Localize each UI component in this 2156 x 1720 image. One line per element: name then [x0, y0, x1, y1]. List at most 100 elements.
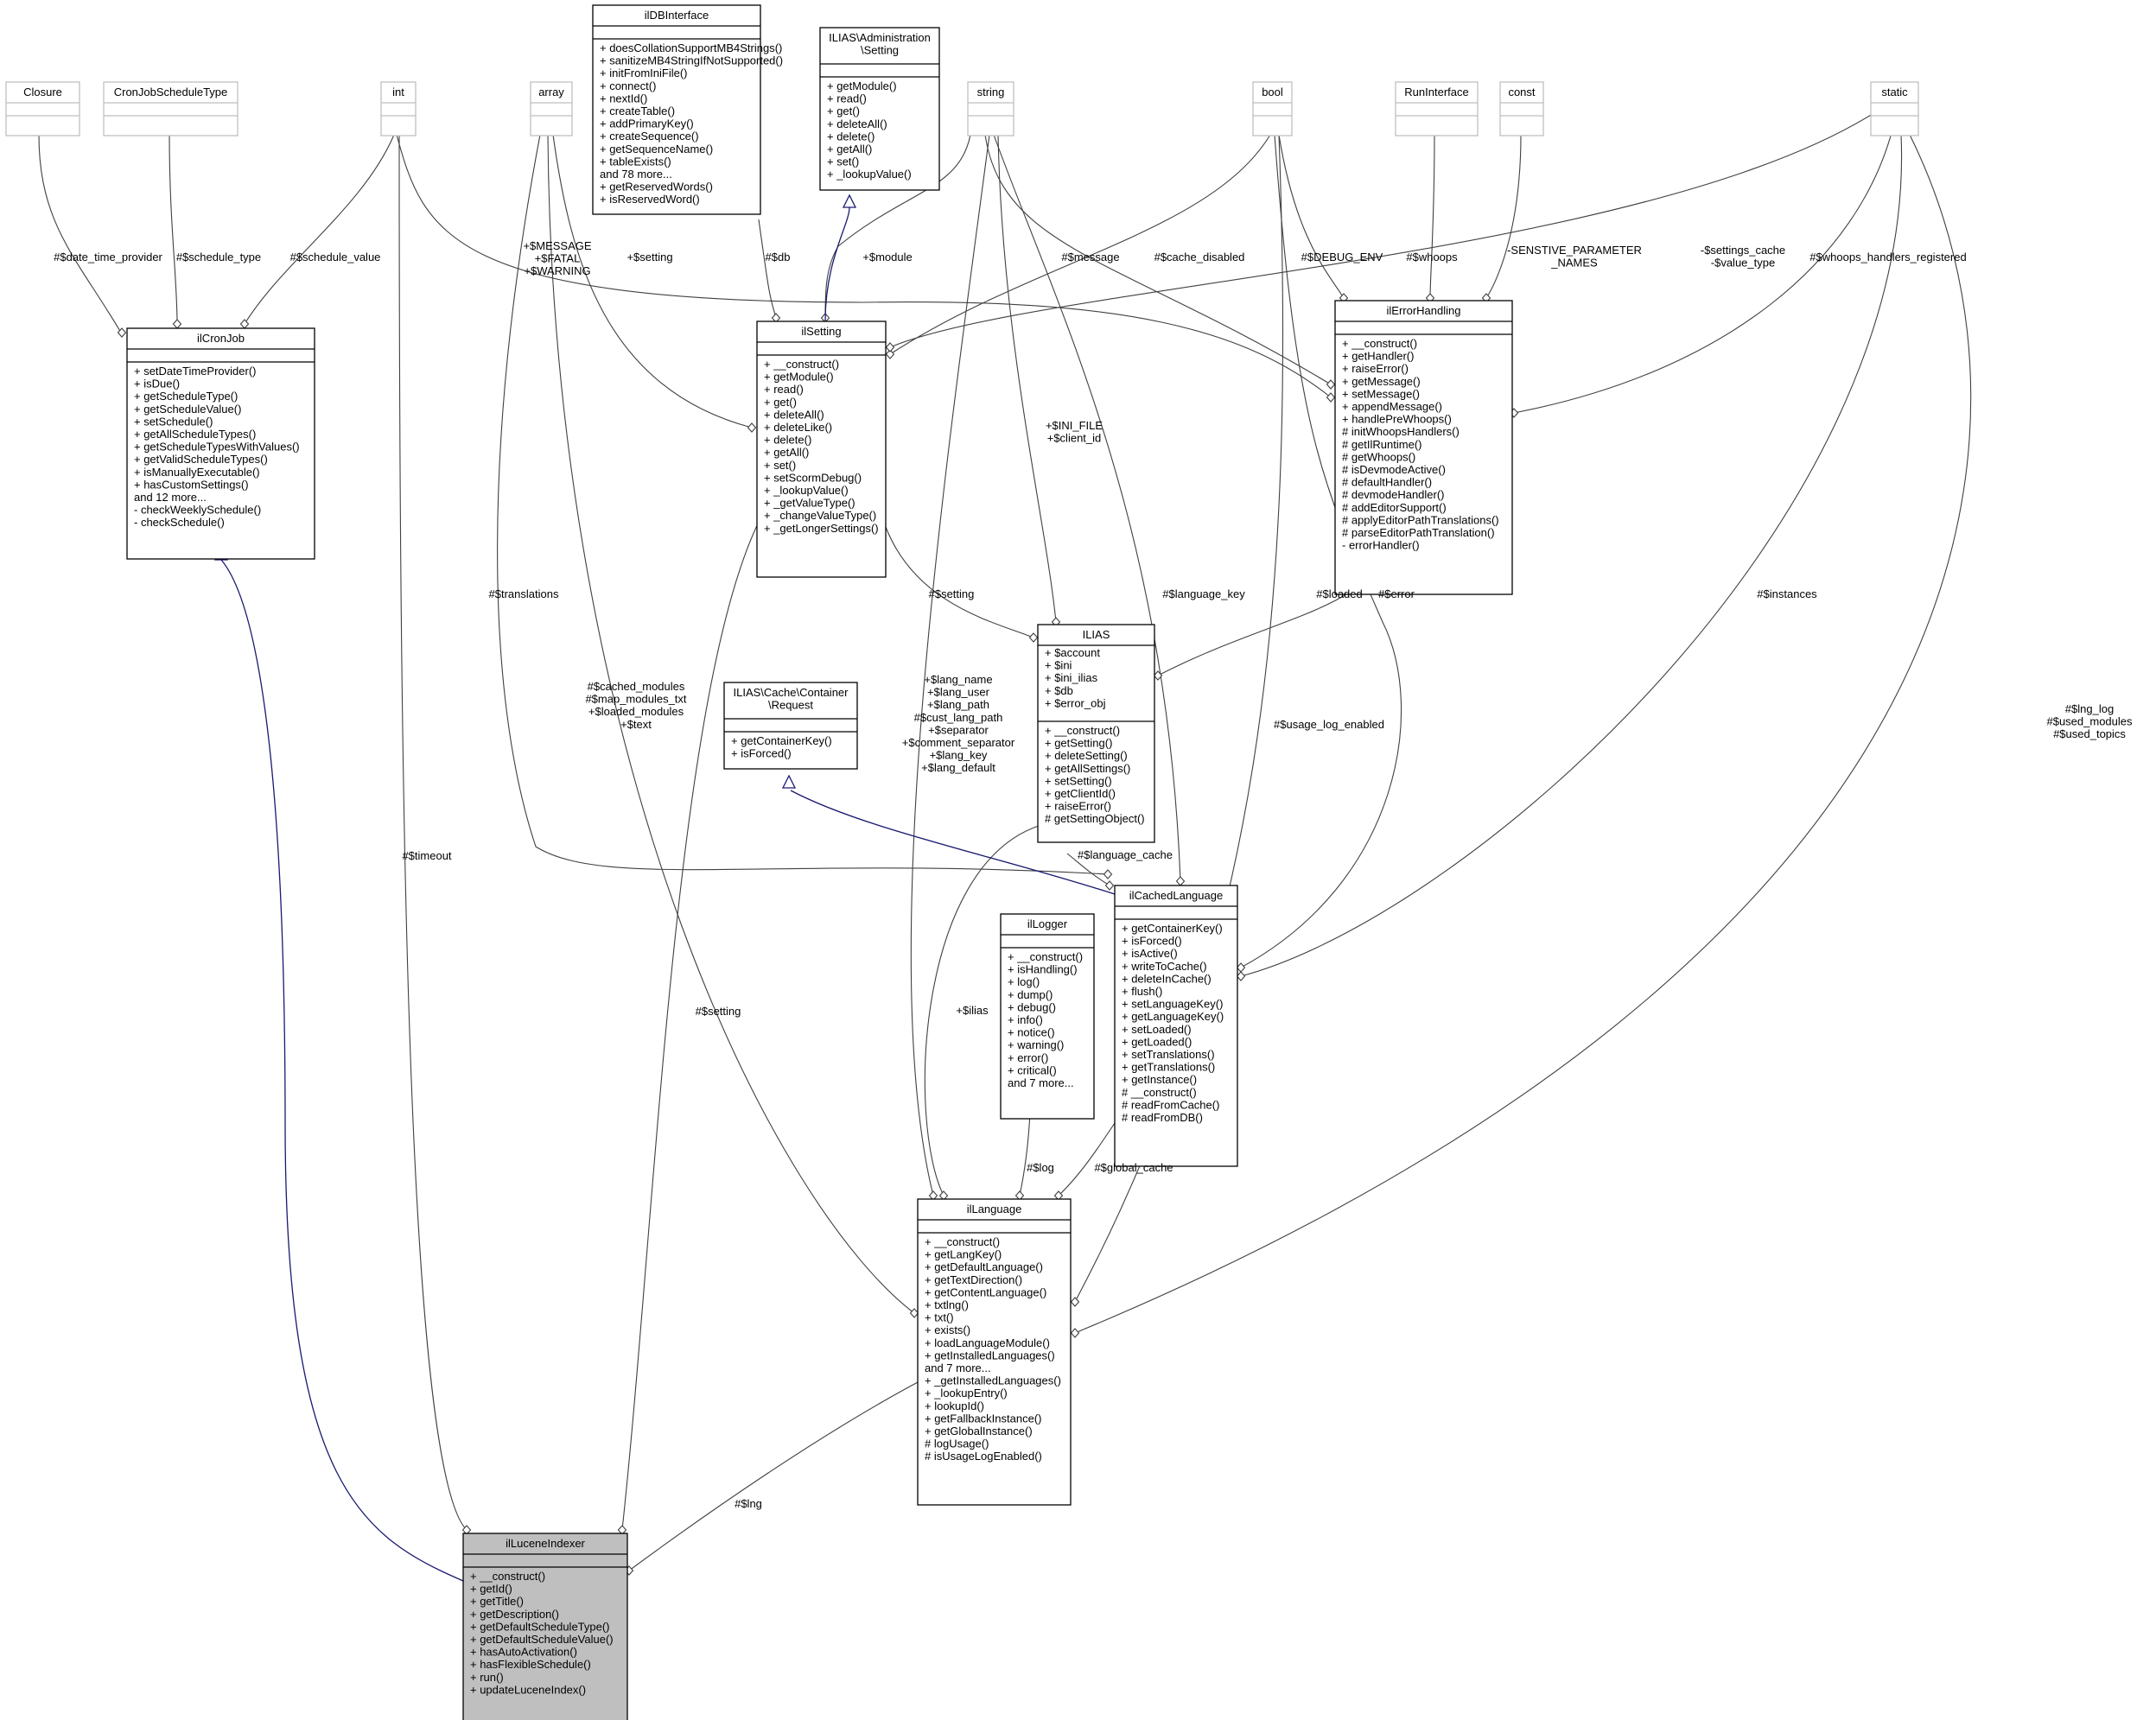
class-operation: # getWhoops(): [1342, 450, 1415, 463]
inheritance-arrow: [842, 194, 857, 208]
class-operation: + getAll(): [764, 446, 809, 459]
class-operation: + __construct(): [1045, 724, 1120, 737]
edge-language-cache: [1066, 853, 1115, 891]
edge-label-line: #$DEBUG_ENV: [1301, 251, 1383, 263]
class-title: string: [977, 86, 1005, 98]
class-operation: + updateLuceneIndex(): [470, 1683, 586, 1696]
edge-setting-lucene: [617, 517, 761, 1535]
class-box-const[interactable]: const: [1499, 81, 1544, 136]
class-box-adminsetting[interactable]: ILIAS\Administration\Setting+ getModule(…: [819, 27, 940, 191]
edge-message: [984, 134, 1336, 390]
class-box-cronjobscheduletype[interactable]: CronJobScheduleType: [103, 81, 238, 136]
edge-label-line: #$date_time_provider: [54, 251, 162, 263]
association-line: [621, 517, 761, 1531]
class-operation: + sanitizeMB4StringIfNotSupported(): [600, 54, 783, 67]
edge-settings-cache: [885, 111, 1876, 352]
class-operation: + getGlobalInstance(): [925, 1425, 1033, 1438]
class-operation: + notice(): [1008, 1026, 1055, 1039]
edge-label-line: #$db: [766, 251, 791, 263]
edge-string-language: [910, 134, 990, 1201]
class-operation: + getId(): [470, 1583, 512, 1596]
class-title: static: [1881, 86, 1908, 98]
edge-label-whoops-handlers: #$whoops_handlers_registered: [1809, 251, 1966, 263]
edge-label-instances: #$instances: [1757, 587, 1817, 600]
class-box-runinterface[interactable]: RunInterface: [1395, 81, 1479, 136]
class-box-frame: [462, 1533, 628, 1720]
class-title: ilLogger: [1027, 917, 1068, 930]
edge-label-line: #$setting: [929, 587, 975, 600]
edge-cache-disabled: [885, 134, 1271, 359]
class-operation: # getSettingObject(): [1045, 812, 1145, 825]
class-operation: + getLangKey(): [925, 1248, 1002, 1261]
class-box-ilias[interactable]: ILIAS+ $account+ $ini+ $ini_ilias+ $db+ …: [1037, 624, 1155, 843]
association-line: [38, 134, 122, 333]
class-operation: + deleteAll(): [764, 408, 824, 421]
class-title: ILIAS\Cache\Container: [734, 686, 849, 699]
class-box-int[interactable]: int: [380, 81, 417, 136]
association-line: [1240, 134, 1903, 977]
edge-label-line: +$separator: [928, 723, 989, 736]
boxes-layer: Closure CronJobScheduleType int array string…: [5, 4, 1919, 1720]
class-box-ilerrorhandling[interactable]: ilErrorHandling+ __construct()+ getHandl…: [1334, 300, 1513, 595]
class-box-illogger[interactable]: ilLogger+ __construct()+ isHandling()+ l…: [1000, 913, 1095, 1120]
class-box-string[interactable]: string: [967, 81, 1014, 136]
class-operation: + getScheduleType(): [134, 390, 238, 403]
class-box-static[interactable]: static: [1870, 81, 1919, 136]
class-attribute: + $ini_ilias: [1045, 671, 1098, 684]
class-title: RunInterface: [1404, 86, 1468, 98]
class-operation: + setLoaded(): [1122, 1023, 1192, 1036]
association-line: [1019, 1111, 1031, 1196]
class-operation: + getInstalledLanguages(): [925, 1349, 1055, 1361]
association-line: [1074, 134, 1972, 1334]
edge-label-line: #$instances: [1757, 587, 1817, 600]
edge-label-line: +$lang_key: [930, 749, 988, 762]
class-box-ildbinterface[interactable]: ilDBInterface+ doesCollationSupportMB4St…: [592, 4, 783, 215]
class-operation: + addPrimaryKey(): [600, 117, 694, 130]
class-box-closure[interactable]: Closure: [5, 81, 80, 136]
class-operation: + getSequenceName(): [600, 143, 713, 155]
association-line: [398, 134, 467, 1531]
edge-labels-layer: #$date_time_provider#$schedule_type#$sch…: [54, 239, 2133, 1510]
edge-inherit-cacherequest: [781, 774, 1116, 895]
class-operation: + tableExists(): [600, 155, 671, 168]
class-box-illuceneindexer[interactable]: ilLuceneIndexer+ __construct()+ getId()+…: [462, 1533, 628, 1720]
class-operation: + read(): [827, 92, 867, 105]
class-box-ilcronjob[interactable]: ilCronJob+ setDateTimeProvider()+ isDue(…: [126, 327, 315, 560]
class-box-frame: [1395, 81, 1479, 136]
class-operation: + dump(): [1008, 988, 1053, 1001]
class-title: bool: [1262, 86, 1283, 98]
aggregation-diamond: [1028, 632, 1039, 643]
class-operation: + getTitle(): [470, 1595, 524, 1608]
class-operation: + getMessage(): [1342, 375, 1421, 388]
class-operation: + writeToCache(): [1122, 960, 1207, 973]
association-line: [497, 134, 1109, 875]
class-box-ilcachedlanguage[interactable]: ilCachedLanguage+ getContainerKey()+ isF…: [1114, 885, 1238, 1167]
class-operation: # getIlRuntime(): [1342, 438, 1421, 451]
class-operation: and 12 more...: [134, 491, 207, 504]
class-box-illanguage[interactable]: ilLanguage+ __construct()+ getLangKey()+…: [917, 1198, 1072, 1506]
edge-label-global-cache: #$global_cache: [1094, 1161, 1173, 1174]
association-line: [1240, 134, 1402, 968]
class-box-bool[interactable]: bool: [1252, 81, 1293, 136]
class-operation: + getContainerKey(): [731, 734, 832, 747]
edge-label-db: #$db: [766, 251, 791, 263]
class-box-cacherequest[interactable]: ILIAS\Cache\Container\Request+ getContai…: [723, 682, 858, 770]
aggregation-diamond: [172, 319, 182, 329]
edge-label-line: #$log: [1027, 1161, 1054, 1174]
class-operation: + setMessage(): [1342, 387, 1420, 400]
class-operation: + deleteAll(): [827, 117, 887, 130]
class-box-ilsetting[interactable]: ilSetting+ __construct()+ getModule()+ r…: [756, 321, 887, 578]
class-box-frame: [1114, 885, 1238, 1167]
inheritance-line: [790, 790, 1116, 895]
class-operation: + getAll(): [827, 143, 872, 155]
class-operation: + getHandler(): [1342, 350, 1414, 363]
edge-label-sensitive: -SENSTIVE_PARAMETER_NAMES: [1507, 244, 1642, 270]
class-title: ilSetting: [801, 325, 841, 338]
edge-label-line: +$FATAL: [535, 252, 581, 265]
class-box-frame: [1499, 81, 1544, 136]
aggregation-diamond: [1070, 1297, 1080, 1307]
edge-label-line: #$lng_log: [2065, 702, 2114, 715]
class-box-array[interactable]: array: [530, 81, 573, 136]
edge-label-error: #$error: [1378, 587, 1415, 600]
edge-schedule-value: [239, 134, 395, 329]
